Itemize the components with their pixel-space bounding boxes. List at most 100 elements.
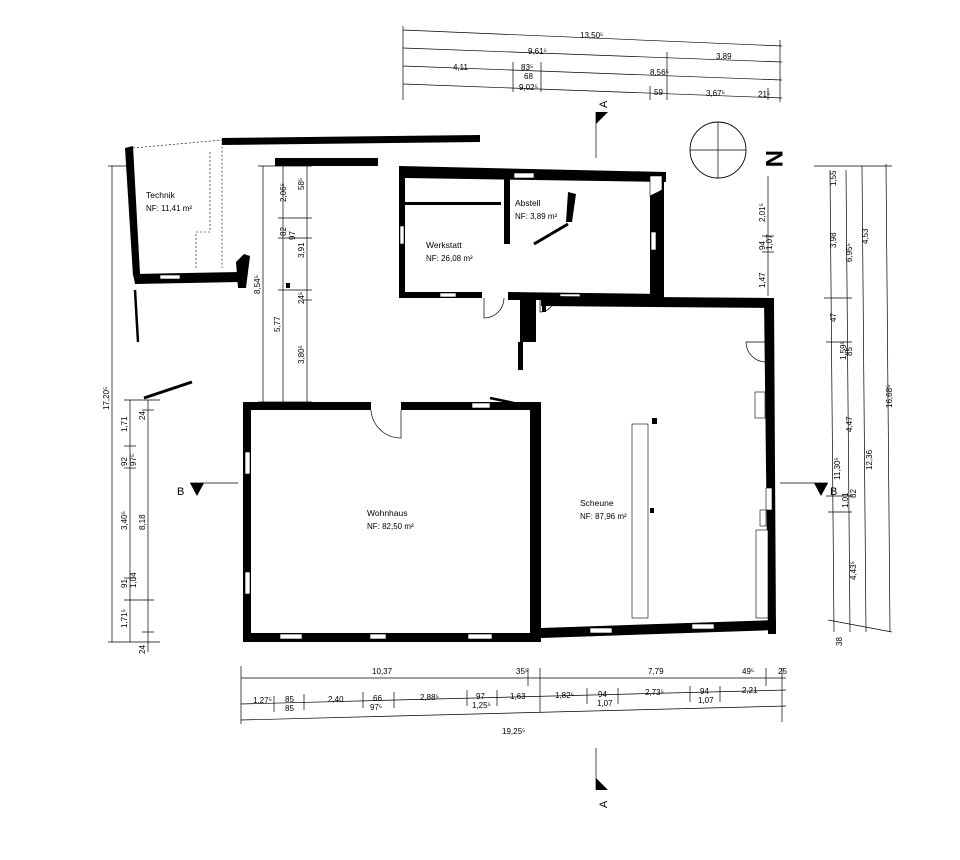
dim-right-e1: 16,68⁵ xyxy=(885,385,894,408)
dim-right-b1: 1,55 xyxy=(829,170,838,186)
dim-right-d1: 4,53 xyxy=(861,228,870,244)
dim-mid-outer-1: 8,54⁵ xyxy=(253,275,262,294)
section-marker-b-left: B xyxy=(177,482,238,498)
werkstatt-area: NF: 26,08 m² xyxy=(426,254,473,263)
dim-mid-inner-6: 3,80⁵ xyxy=(297,345,306,364)
exterior-walls xyxy=(143,135,480,400)
dim-mid-inner-5: 24⁵ xyxy=(297,292,306,304)
dim-right-c2: 11,30⁵ xyxy=(833,457,842,480)
dim-right-a4: 1,47 xyxy=(758,272,767,288)
dim-top-3b: 83⁵ xyxy=(521,63,533,72)
dim-right-b2: 3,98 xyxy=(829,232,838,248)
dim-bottom-2k: 94 xyxy=(700,687,709,696)
dim-top-4a: 9,02⁵ xyxy=(519,83,538,92)
dim-bottom-1c: 7,79 xyxy=(648,667,664,676)
dim-top-2b: 3,89 xyxy=(716,52,732,61)
bottom-dimension-chains: 10,37 35⁵ 7,79 49⁵ 25 1,27⁵ 85 2,40 66 2… xyxy=(240,666,787,736)
compass: N xyxy=(689,121,787,179)
dim-left-a3: 97⁵ xyxy=(129,454,138,466)
wohnhaus-area: NF: 82,50 m² xyxy=(367,522,414,531)
dim-left-b4: 24 xyxy=(138,645,147,654)
dim-right-b4: 1,59⁵ xyxy=(839,341,848,360)
dim-right-b5: 4,47 xyxy=(845,416,854,432)
middle-dimension-chains: 8,54⁵ 5,77 2,06⁵ 82 97 3,91 24⁵ 3,80⁵ 58… xyxy=(253,165,312,403)
right-dimension-chains: 2,01⁵ 94 1,07 1,47 1,55 3,98 47 1,59⁵ 4,… xyxy=(758,163,894,646)
dim-bottom-2i: 94 xyxy=(598,690,607,699)
dim-bottom-2j: 2,73⁵ xyxy=(645,688,664,697)
dim-left-b2: 8,18 xyxy=(138,514,147,530)
dim-top-4d: 21⁵ xyxy=(758,90,770,99)
dim-bottom-1d: 49⁵ xyxy=(742,667,754,676)
dim-bottom-2m: 85 xyxy=(285,704,294,713)
dim-bottom-2l: 2,21 xyxy=(742,686,758,695)
dim-right-b6: 82 xyxy=(849,489,858,498)
dim-top-2a: 9,61⁵ xyxy=(528,47,547,56)
dim-left-a4: 3,40⁵ xyxy=(120,511,129,530)
scheune-name: Scheune xyxy=(580,498,614,508)
dim-right-c1: 6,95⁵ xyxy=(845,243,854,262)
svg-text:B: B xyxy=(177,486,184,498)
dim-bottom-total: 19,25⁵ xyxy=(502,727,525,736)
scheune-building: Scheune NF: 87,96 m² xyxy=(541,296,776,638)
dim-bottom-2d: 66 xyxy=(373,694,382,703)
wohnhaus-building: Wohnhaus NF: 82,50 m² xyxy=(243,396,541,642)
wohnhaus-name: Wohnhaus xyxy=(367,508,407,518)
dim-mid-inner-4: 3,91 xyxy=(297,242,306,258)
dim-left-b3: 1,04 xyxy=(129,572,138,588)
dim-bottom-2p: 1,07 xyxy=(597,699,613,708)
werkstatt-building: Werkstatt NF: 26,08 m² Abstell NF: 3,89 … xyxy=(399,166,666,370)
dim-right-b3: 47 xyxy=(829,313,838,322)
section-marker-a-top: A xyxy=(595,100,610,158)
dim-bottom-2e: 2,88⁵ xyxy=(420,693,439,702)
dim-left-a5: 91 xyxy=(120,579,129,588)
section-marker-b-right: B xyxy=(780,482,837,498)
dim-right-b9: 38 xyxy=(835,637,844,646)
dim-bottom-2f: 97 xyxy=(476,692,485,701)
dim-top-3d: 68 xyxy=(524,72,533,81)
dim-bottom-2o: 1,25⁵ xyxy=(472,701,491,710)
dim-top-4b: 59 xyxy=(654,88,663,97)
dim-right-c3: 85 xyxy=(845,347,854,356)
dim-right-b8: 4,43⁵ xyxy=(849,561,858,580)
north-label: N xyxy=(760,150,787,167)
dim-bottom-2n: 97⁵ xyxy=(370,703,382,712)
dim-bottom-1e: 25 xyxy=(778,667,787,676)
dim-mid-inner-2: 82 xyxy=(279,227,288,236)
dim-bottom-2a: 1,27⁵ xyxy=(253,696,272,705)
dim-top-3c: 8,56⁵ xyxy=(650,68,669,77)
section-marker-a-bottom: A xyxy=(595,748,610,808)
dim-bottom-2c: 2,40 xyxy=(328,695,344,704)
svg-text:A: A xyxy=(598,100,610,108)
dim-left-a1: 1,71 xyxy=(120,416,129,432)
dim-bottom-1a: 10,37 xyxy=(372,667,393,676)
dim-right-a3: 1,07 xyxy=(765,234,774,250)
dim-mid-outer-2: 5,77 xyxy=(273,316,282,332)
dim-right-b7: 1,01 xyxy=(841,492,850,508)
top-dimension-chains: 13,50⁵ 9,61⁵ 3,89 4,11 83⁵ 8,56⁵ 68 9,02… xyxy=(402,26,783,102)
dim-bottom-1b: 35⁵ xyxy=(516,667,528,676)
dim-mid-inner-1: 2,06⁵ xyxy=(279,183,288,202)
left-dimension-chains: 17,20⁵ 1,71 92 97⁵ 3,40⁵ 91 1,71⁵ 24 8,1… xyxy=(102,165,160,654)
technik-area: NF: 11,41 m² xyxy=(146,204,192,213)
svg-text:A: A xyxy=(598,800,610,808)
abstell-name: Abstell xyxy=(515,198,541,208)
dim-mid-small: 58⁵ xyxy=(297,178,306,190)
dim-top-3a: 4,11 xyxy=(453,63,469,72)
werkstatt-name: Werkstatt xyxy=(426,240,462,250)
dim-right-d2: 12,36 xyxy=(865,449,874,470)
dim-bottom-2q: 1,07 xyxy=(698,696,714,705)
technik-room: Technik NF: 11,41 m² xyxy=(125,139,250,343)
dim-top-4c: 3,67⁵ xyxy=(706,89,725,98)
dim-right-a2: 94 xyxy=(758,241,767,250)
dim-left-a6: 1,71⁵ xyxy=(120,609,129,628)
dim-left-b1: 24 xyxy=(138,411,147,420)
dim-bottom-2h: 1,82⁵ xyxy=(555,691,574,700)
scheune-area: NF: 87,96 m² xyxy=(580,512,627,521)
svg-text:B: B xyxy=(830,486,837,498)
dim-bottom-2g: 1,63 xyxy=(510,692,526,701)
technik-name: Technik xyxy=(146,190,176,200)
dim-bottom-2b: 85 xyxy=(285,695,294,704)
dim-left-a2: 92 xyxy=(120,457,129,466)
dim-top-total: 13,50⁵ xyxy=(580,31,603,40)
